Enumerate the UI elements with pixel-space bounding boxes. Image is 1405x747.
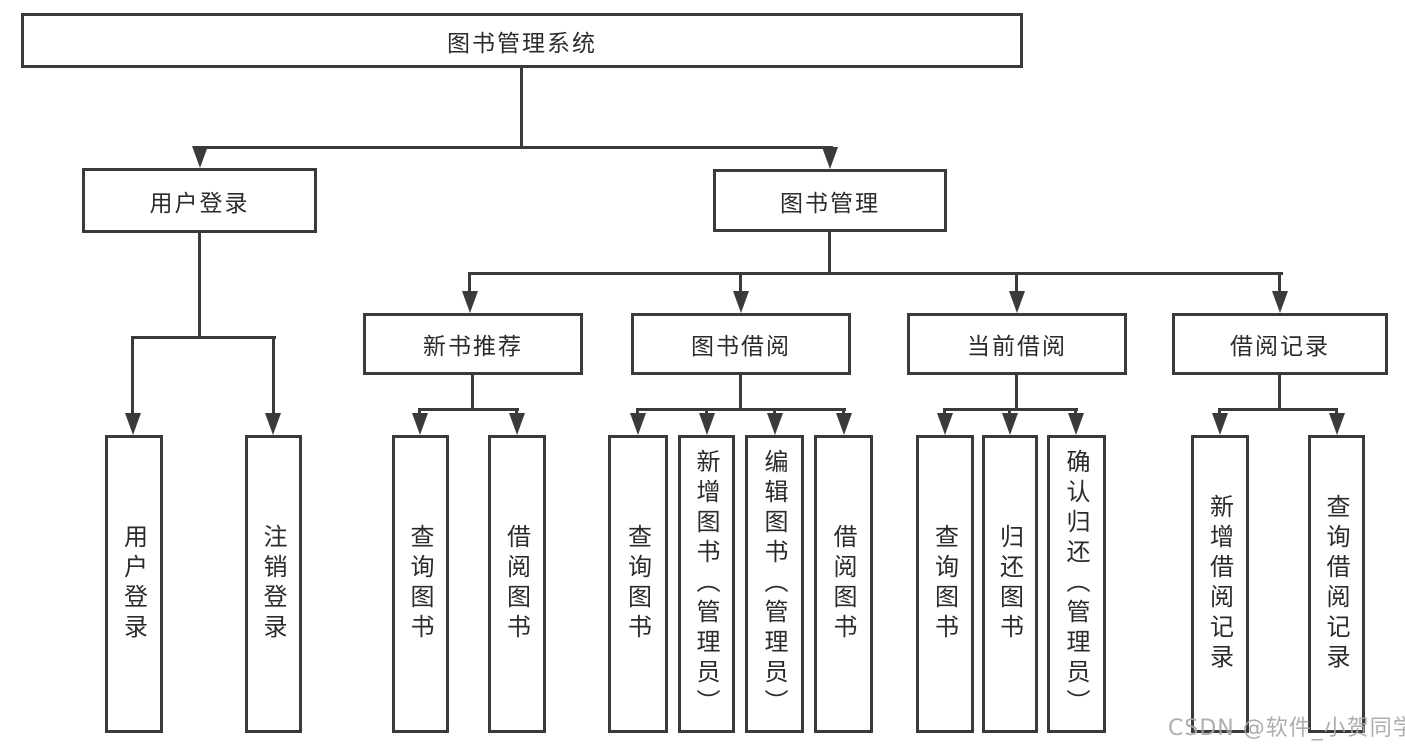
connector-g3-stem [1015,375,1018,410]
arrowhead-down [822,147,838,169]
connector-mgmt-drop [1278,272,1281,294]
arrowhead-down [509,413,525,435]
arrowhead-down [1329,413,1345,435]
node-new-book-recommend: 新书推荐 [363,313,583,375]
leaf-label: 新增借阅记录 [1205,494,1234,674]
arrowhead-down [836,413,852,435]
connector-login-drop [131,336,134,416]
connector-root-stem [520,68,523,149]
arrowhead-down [1272,291,1288,313]
node-user-login-label: 用户登录 [149,190,250,217]
leaf-logout: 注销登录 [245,435,302,733]
leaf-label: 编辑图书（管理员） [760,449,788,719]
connector-g2-stem [739,375,742,410]
connector-mgmt-split [468,272,1283,275]
connector-root-split [198,146,833,149]
node-current-borrow-label: 当前借阅 [967,334,1067,360]
leaf-confirm-return-admin: 确认归还（管理员） [1047,435,1106,733]
leaf-borrow-books-2: 借阅图书 [814,435,873,733]
arrowhead-down [767,413,783,435]
leaf-label: 归还图书 [995,524,1024,644]
leaf-label: 确认归还（管理员） [1062,449,1090,719]
node-book-management-label: 图书管理 [780,190,880,217]
connector-login-split [131,336,276,339]
connector-login-stem [198,233,201,338]
arrowhead-down [1068,413,1084,435]
leaf-user-login-label: 用户登录 [119,524,148,644]
connector-login-drop [272,336,275,416]
connector-g1-stem [471,375,474,410]
connector-mgmt-drop [739,272,742,294]
arrowhead-down [733,291,749,313]
node-root: 图书管理系统 [21,13,1023,68]
leaf-logout-label: 注销登录 [259,524,287,644]
arrowhead-down [125,413,141,435]
arrowhead-down [630,413,646,435]
leaf-add-book-admin: 新增图书（管理员） [678,435,735,733]
node-borrow-records-label: 借阅记录 [1230,334,1330,360]
node-book-management: 图书管理 [713,169,947,232]
leaf-user-login: 用户登录 [105,435,163,733]
leaf-return-book: 归还图书 [982,435,1038,733]
leaf-edit-book-admin: 编辑图书（管理员） [745,435,804,733]
leaf-query-books-2: 查询图书 [608,435,668,733]
connector-mgmt-stem [828,232,831,275]
connector-mgmt-drop [468,272,471,294]
csdn-watermark: CSDN @软件_小贺同学 [1168,716,1405,741]
leaf-label: 查询图书 [406,524,434,644]
leaf-label: 借阅图书 [829,524,857,644]
node-new-book-recommend-label: 新书推荐 [423,334,523,360]
node-borrow-records: 借阅记录 [1172,313,1388,375]
leaf-add-borrow-record: 新增借阅记录 [1191,435,1249,733]
connector-g2-split [636,408,846,411]
arrowhead-down [462,291,478,313]
leaf-label: 查询借阅记录 [1322,494,1350,674]
arrowhead-down [192,146,208,168]
leaf-label: 新增图书（管理员） [692,449,720,719]
leaf-query-books-1: 查询图书 [392,435,449,733]
connector-g1-split [418,408,519,411]
leaf-borrow-books-1: 借阅图书 [488,435,546,733]
arrowhead-down [412,413,428,435]
arrowhead-down [1009,291,1025,313]
leaf-label: 查询图书 [623,524,652,644]
arrowhead-down [699,413,715,435]
node-user-login: 用户登录 [82,168,317,233]
leaf-label: 查询图书 [930,524,959,644]
arrowhead-down [937,413,953,435]
node-current-borrow: 当前借阅 [907,313,1127,375]
node-book-borrow: 图书借阅 [631,313,851,375]
arrowhead-down [1212,413,1228,435]
arrowhead-down [265,413,281,435]
leaf-query-books-3: 查询图书 [916,435,974,733]
node-book-borrow-label: 图书借阅 [691,334,791,360]
leaf-query-borrow-record: 查询借阅记录 [1308,435,1365,733]
node-root-label: 图书管理系统 [447,30,597,57]
connector-g4-stem [1278,375,1281,410]
connector-g4-split [1218,408,1338,411]
connector-mgmt-drop [1015,272,1018,294]
arrowhead-down [1002,413,1018,435]
leaf-label: 借阅图书 [502,524,531,644]
